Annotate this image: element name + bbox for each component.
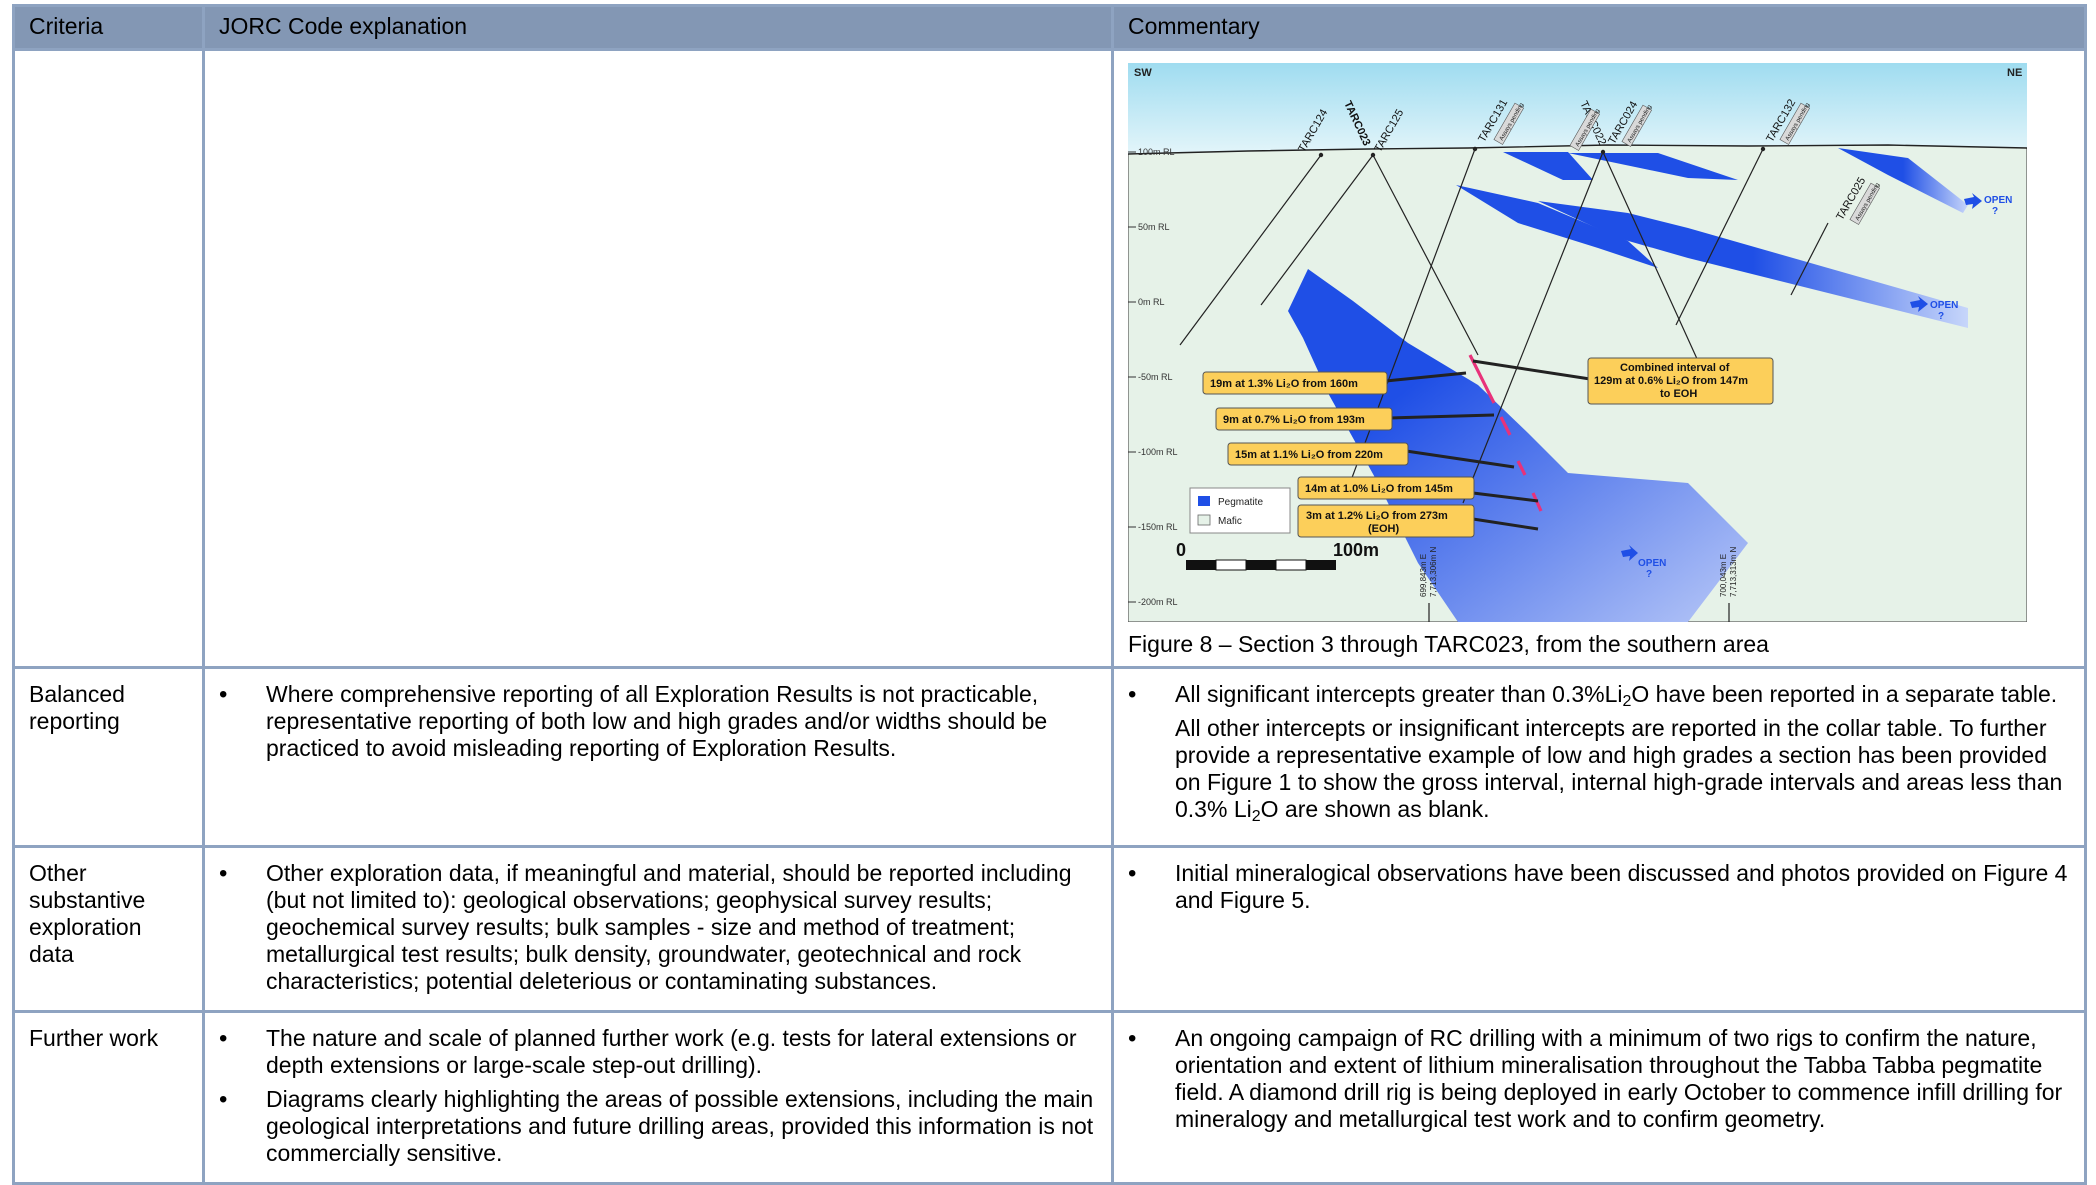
header-explanation: JORC Code explanation (202, 4, 1114, 51)
grid-ref-northing: 7,713,306m N (1429, 547, 1438, 597)
pegmatite-vein (1538, 201, 1968, 328)
grid-ref-easting: 700,043m E (1719, 554, 1728, 597)
table-header-row: Criteria JORC Code explanation Commentar… (12, 4, 2087, 51)
rl-label: -50m RL (1138, 372, 1173, 382)
grid-ref-easting: 699,843m E (1419, 554, 1428, 597)
legend: Pegmatite Mafic (1189, 487, 1291, 534)
scale-start: 0 (1176, 540, 1186, 560)
bullet-item: Diagrams clearly highlighting the areas … (219, 1086, 1097, 1167)
rl-label: 50m RL (1138, 222, 1170, 232)
legend-label-mafic: Mafic (1218, 516, 1242, 527)
open-question: ? (1646, 569, 1652, 580)
criteria-cell-empty (12, 48, 205, 669)
table-row-balanced-reporting: Balanced reporting Where comprehensive r… (12, 666, 2087, 848)
rl-label: -150m RL (1138, 522, 1178, 532)
pegmatite-main-body (1288, 269, 1748, 622)
criteria-balanced-reporting: Balanced reporting (12, 666, 205, 848)
callout-intercept-5: 3m at 1.2% Li₂O from 273m (1306, 510, 1448, 522)
callout-intercept-4: 14m at 1.0% Li₂O from 145m (1305, 483, 1453, 495)
pegmatite-vein (1503, 152, 1593, 180)
cross-section-figure: 100m RL 50m RL 0m RL -50m RL -100m RL -1… (1128, 63, 2027, 622)
explanation-other-exploration-data: Other exploration data, if meaningful an… (202, 845, 1114, 1013)
explanation-further-work: The nature and scale of planned further … (202, 1010, 1114, 1185)
sky-area (1128, 63, 2027, 154)
intercept-highlights (1468, 354, 1543, 512)
open-arrow-icon (1621, 545, 1638, 561)
grid-ref-northing: 7,713,313m N (1729, 547, 1738, 597)
subscript: 2 (1251, 808, 1261, 825)
legend-swatch-pegmatite (1198, 496, 1210, 506)
criteria-other-exploration-data: Other substantive exploration data (12, 845, 205, 1013)
callout-intercept-2: 9m at 0.7% Li₂O from 193m (1223, 414, 1365, 426)
pegmatite-vein (1456, 185, 1658, 268)
rl-label: 0m RL (1138, 297, 1165, 307)
table-row-further-work: Further work The nature and scale of pla… (12, 1010, 2087, 1185)
table-row-figure: 100m RL 50m RL 0m RL -50m RL -100m RL -1… (12, 48, 2087, 669)
scale-end: 100m (1333, 540, 1379, 560)
bullet-item: The nature and scale of planned further … (219, 1025, 1097, 1079)
callout-intercept-1: 19m at 1.3% Li₂O from 160m (1210, 378, 1358, 390)
rl-label: -200m RL (1138, 597, 1178, 607)
commentary-text: O are shown as blank. (1260, 796, 1490, 822)
drill-traces (1179, 148, 1829, 504)
open-question: ? (1938, 311, 1944, 322)
open-label: OPEN (1638, 558, 1666, 569)
rl-label: 100m RL (1138, 147, 1175, 157)
commentary-text: All significant intercepts greater than … (1175, 681, 1623, 707)
collar-markers (1318, 146, 1766, 158)
figure-caption: Figure 8 – Section 3 through TARC023, fr… (1128, 631, 1769, 657)
pegmatite-vein (1838, 148, 1968, 213)
callout-intercept-3: 15m at 1.1% Li₂O from 220m (1235, 449, 1383, 461)
jorc-table: Criteria JORC Code explanation Commentar… (12, 4, 2087, 1185)
figure-cell: 100m RL 50m RL 0m RL -50m RL -100m RL -1… (1111, 48, 2087, 669)
callout-combined-2: 129m at 0.6% Li₂O from 147m (1594, 375, 1748, 387)
direction-sw: SW (1134, 67, 1152, 79)
open-label: OPEN (1930, 300, 1958, 311)
callout-combined-3: to EOH (1660, 388, 1697, 400)
page: Criteria JORC Code explanation Commentar… (0, 0, 2096, 1146)
open-question: ? (1992, 206, 1998, 217)
legend-swatch-mafic (1197, 514, 1211, 526)
subscript: 2 (1622, 693, 1632, 710)
pegmatite-vein (1568, 153, 1738, 180)
open-markers: OPEN ? OPEN ? OPEN ? (1621, 193, 2012, 580)
callout-intercept-5-eoh: (EOH) (1368, 523, 1400, 535)
callout-leaders (1385, 359, 1591, 531)
open-label: OPEN (1984, 195, 2012, 206)
bullet-item: All significant intercepts greater than … (1128, 681, 2070, 830)
rl-label: -100m RL (1138, 447, 1178, 457)
topography-line (1128, 144, 2027, 155)
open-arrow-icon (1910, 296, 1928, 312)
bullet-item: An ongoing campaign of RC drilling with … (1128, 1025, 2070, 1133)
bullet-item: Initial mineralogical observations have … (1128, 860, 2070, 914)
header-criteria: Criteria (12, 4, 205, 51)
callout-combined-1: Combined interval of (1620, 362, 1730, 374)
grid-references: 699,843m E 7,713,306m N 700,043m E 7,713… (1419, 547, 1738, 622)
commentary-other-exploration-data: Initial mineralogical observations have … (1111, 845, 2087, 1013)
open-arrow-icon (1964, 193, 1982, 209)
commentary-balanced-reporting: All significant intercepts greater than … (1111, 666, 2087, 848)
legend-label-pegmatite: Pegmatite (1218, 497, 1263, 508)
cross-section-diagram: 100m RL 50m RL 0m RL -50m RL -100m RL -1… (1128, 63, 2027, 622)
explanation-balanced-reporting: Where comprehensive reporting of all Exp… (202, 666, 1114, 848)
explanation-cell-empty (202, 48, 1114, 669)
commentary-further-work: An ongoing campaign of RC drilling with … (1111, 1010, 2087, 1185)
criteria-further-work: Further work (12, 1010, 205, 1185)
intercept-callouts: 19m at 1.3% Li₂O from 160m 9m at 0.7% Li… (1202, 357, 1774, 538)
table-row-other-exploration-data: Other substantive exploration data Other… (12, 845, 2087, 1013)
bullet-item: Other exploration data, if meaningful an… (219, 860, 1097, 995)
header-commentary: Commentary (1111, 4, 2087, 51)
commentary-text: O have been reported in a separate table… (1175, 681, 2063, 822)
bullet-item: Where comprehensive reporting of all Exp… (219, 681, 1097, 762)
scale-bar: 0 100m (1176, 540, 1379, 571)
direction-ne: NE (2007, 67, 2022, 79)
rl-axis: 100m RL 50m RL 0m RL -50m RL -100m RL -1… (1128, 147, 1178, 607)
